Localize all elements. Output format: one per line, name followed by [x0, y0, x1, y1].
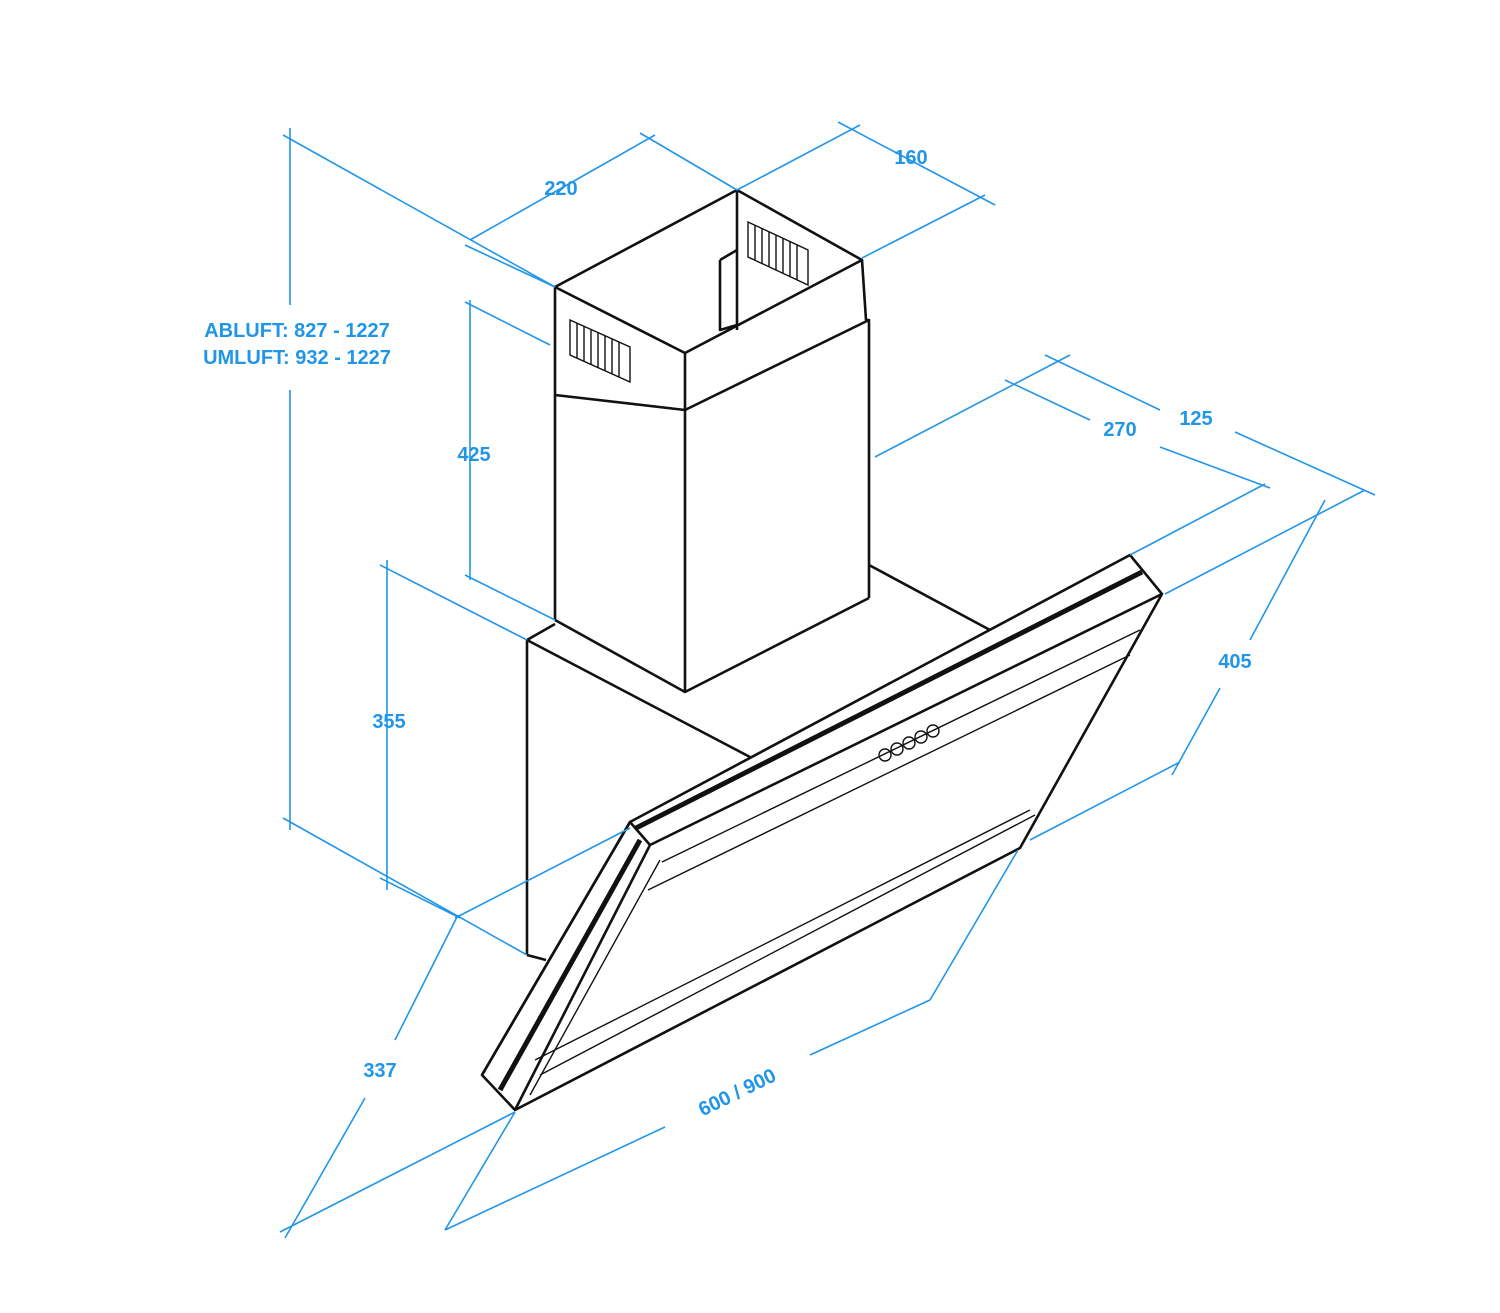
label-chimney-width: 220 [544, 178, 577, 200]
label-panel-height: 337 [363, 1060, 396, 1082]
dimension-lines [279, 121, 1376, 1239]
label-body-height: 355 [372, 711, 405, 733]
control-buttons[interactable] [878, 724, 940, 762]
label-total-depth: 405 [1218, 651, 1251, 673]
glass-panel [480, 553, 1164, 1112]
vent-grille-back [747, 220, 809, 287]
label-chimney-height: 425 [457, 444, 490, 466]
vent-grille-left [569, 318, 631, 384]
label-height-abluft: ABLUFT: 827 - 1227 [204, 320, 390, 342]
label-width: 600 / 900 [695, 1065, 780, 1121]
label-height-umluft: UMLUFT: 932 - 1227 [203, 347, 391, 369]
chimney-bottom [554, 596, 870, 694]
label-body-depth: 270 [1103, 419, 1136, 441]
chimney-upper [553, 188, 871, 692]
label-top-offset: 125 [1179, 408, 1212, 430]
label-chimney-depth: 160 [894, 147, 927, 169]
